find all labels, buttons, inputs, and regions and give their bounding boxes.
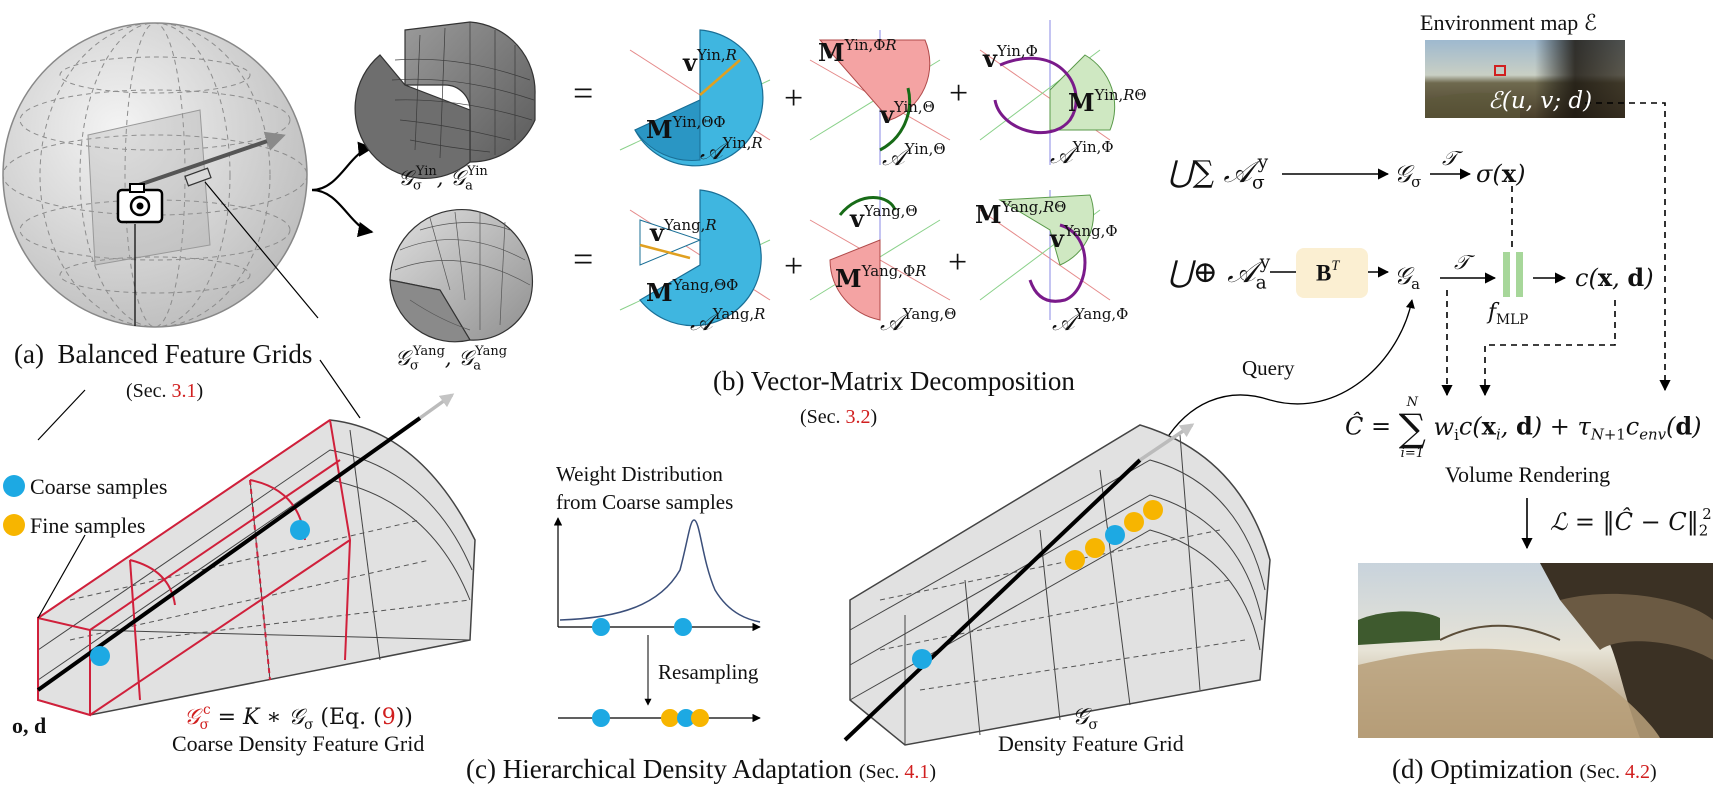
yin-v-r-label: vYin,R [683,46,737,78]
volume-rendering-label: Volume Rendering [1445,462,1611,487]
query-label: Query [1242,356,1295,380]
density-grid-samples [912,500,1163,669]
yin-m-phir-label: MYin,ΦR [818,36,897,68]
coarse-legend-dot [3,475,25,497]
yang-plus-2: + [948,244,968,281]
resampling-plot [558,709,761,727]
yang-theta-shape [829,196,897,321]
weight-distribution-title-2: from Coarse samples [556,490,734,514]
coarse-samples-legend: Coarse samples [30,474,168,499]
yin-phi-shape [993,54,1116,135]
fine-ray [843,458,1142,742]
split-arrows [311,141,374,238]
yin-a-r-label: 𝒜Yin,R [700,134,763,166]
color-to-render-arrow [1479,300,1616,397]
yang-a-r-label: 𝒜Yang,R [690,305,766,337]
cell-pointer-line [204,181,319,319]
yang-a-phi-label: 𝒜Yang,Φ [1052,305,1129,337]
yin-grid-shell [354,21,536,180]
camera-icon [116,183,164,224]
label-pointer-a [37,534,86,619]
yin-plus-1: + [784,80,804,117]
weight-distribution-title-1: Weight Distribution [556,462,723,486]
yin-r-shape [634,29,764,167]
origin-direction-label: o, d [12,713,47,738]
coarse-grid-title: Coarse Density Feature Grid [172,731,425,756]
yang-m-phir-label: MYang,ΦR [835,262,927,294]
density-frustum-grid [843,423,1271,746]
caption-b: (b) Vector-Matrix Decomposition [713,366,1075,396]
yin-m-rtheta-label: MYin,RΘ [1068,86,1147,118]
yang-a-theta-label: 𝒜Yang,Θ [880,305,957,337]
coarse-sample-point-1 [90,646,110,666]
env-query-marker [1494,65,1506,76]
yin-a-theta-label: 𝒜Yin,Θ [882,140,946,172]
yang-grids-label: 𝒢σYang, 𝒢aYang [395,344,508,374]
caption-a-ref: (Sec. 3.1) [126,380,204,402]
bt-label: BT [1316,258,1340,286]
yang-m-rtheta-label: MYang,RΘ [975,198,1067,230]
yin-m-thetaphi-label: MYin,ΘΦ [646,113,726,145]
weight-distribution-plot [553,517,761,706]
env-query-label: ℰ(u, v; d) [1488,88,1593,114]
yang-v-theta-label: vYang,Θ [850,202,918,234]
label-pointer-c [319,359,361,419]
fine-samples-legend: Fine samples [30,513,146,538]
resampling-label: Resampling [658,660,759,684]
yin-a-phi-label: 𝒜Yin,Φ [1050,138,1114,170]
density-grid-title: Density Feature Grid [998,731,1184,756]
environment-map [1425,40,1625,118]
density-grid-symbol: 𝒢σ [1072,704,1099,733]
render-equation: Ĉ = N∑i=1 wic(xi, d) + τN+1cenv(d) [1345,395,1702,461]
coarse-ray [36,416,422,692]
panorama-image [1358,563,1713,738]
sphere-grid [2,22,308,328]
f-mlp-label: fMLP [1488,300,1529,328]
yin-grids-label: 𝒢σYin, 𝒢aYin [398,164,488,194]
yang-r-shape [639,189,762,327]
coarse-grid-equation: 𝒢σc = K ∗ 𝒢σ (Eq. (9)) [184,702,413,733]
label-pointer-b [37,389,86,441]
yin-equals: = [573,73,594,113]
coarse-frustum-grid [36,393,476,717]
g-a-node: 𝒢a [1394,262,1420,294]
fine-legend-dot [3,514,25,536]
caption-c: (c) Hierarchical Density Adaptation (Sec… [466,754,937,784]
sigma-x-node: σ(x) [1476,159,1526,188]
sigma-T-label: 𝒯 [1442,146,1458,170]
app-T-label: 𝒯 [1454,250,1470,274]
yin-plus-2: + [949,75,969,112]
caption-b-ref: (Sec. 3.2) [800,406,878,428]
yang-phi-shape [998,194,1094,303]
yang-grid-shell [389,208,534,343]
g-sigma-node: 𝒢σ [1394,160,1422,192]
yang-equals: = [573,239,594,279]
env-map-title: Environment map ℰ [1420,10,1598,35]
yang-v-r-label: vYang,R [650,216,717,248]
yang-v-phi-label: vYang,Φ [1050,222,1118,254]
env-to-render-arrow [1585,102,1671,392]
caption-a: (a) Balanced Feature Grids [14,339,313,369]
mlp-bars [1503,252,1523,297]
coarse-sample-point-2 [290,520,310,540]
yin-v-phi-label: vYin,Φ [983,42,1038,74]
c-xd-node: c(x, d) [1575,263,1654,292]
app-union-oplus: ⋃⊕ 𝒜ay [1168,252,1271,294]
sigma-union-sum: ⋃∑ 𝒜σy [1168,152,1269,194]
bt-box [1296,248,1368,298]
yin-theta-shape [818,39,931,152]
loss-equation: ℒ = ‖Ĉ − C‖22 [1550,505,1712,540]
yang-m-thetaphi-label: MYang,ΘΦ [646,276,739,308]
caption-d: (d) Optimization (Sec. 4.2) [1392,754,1657,784]
yang-plus-1: + [784,248,804,285]
yin-v-theta-label: vYin,Θ [880,98,935,130]
